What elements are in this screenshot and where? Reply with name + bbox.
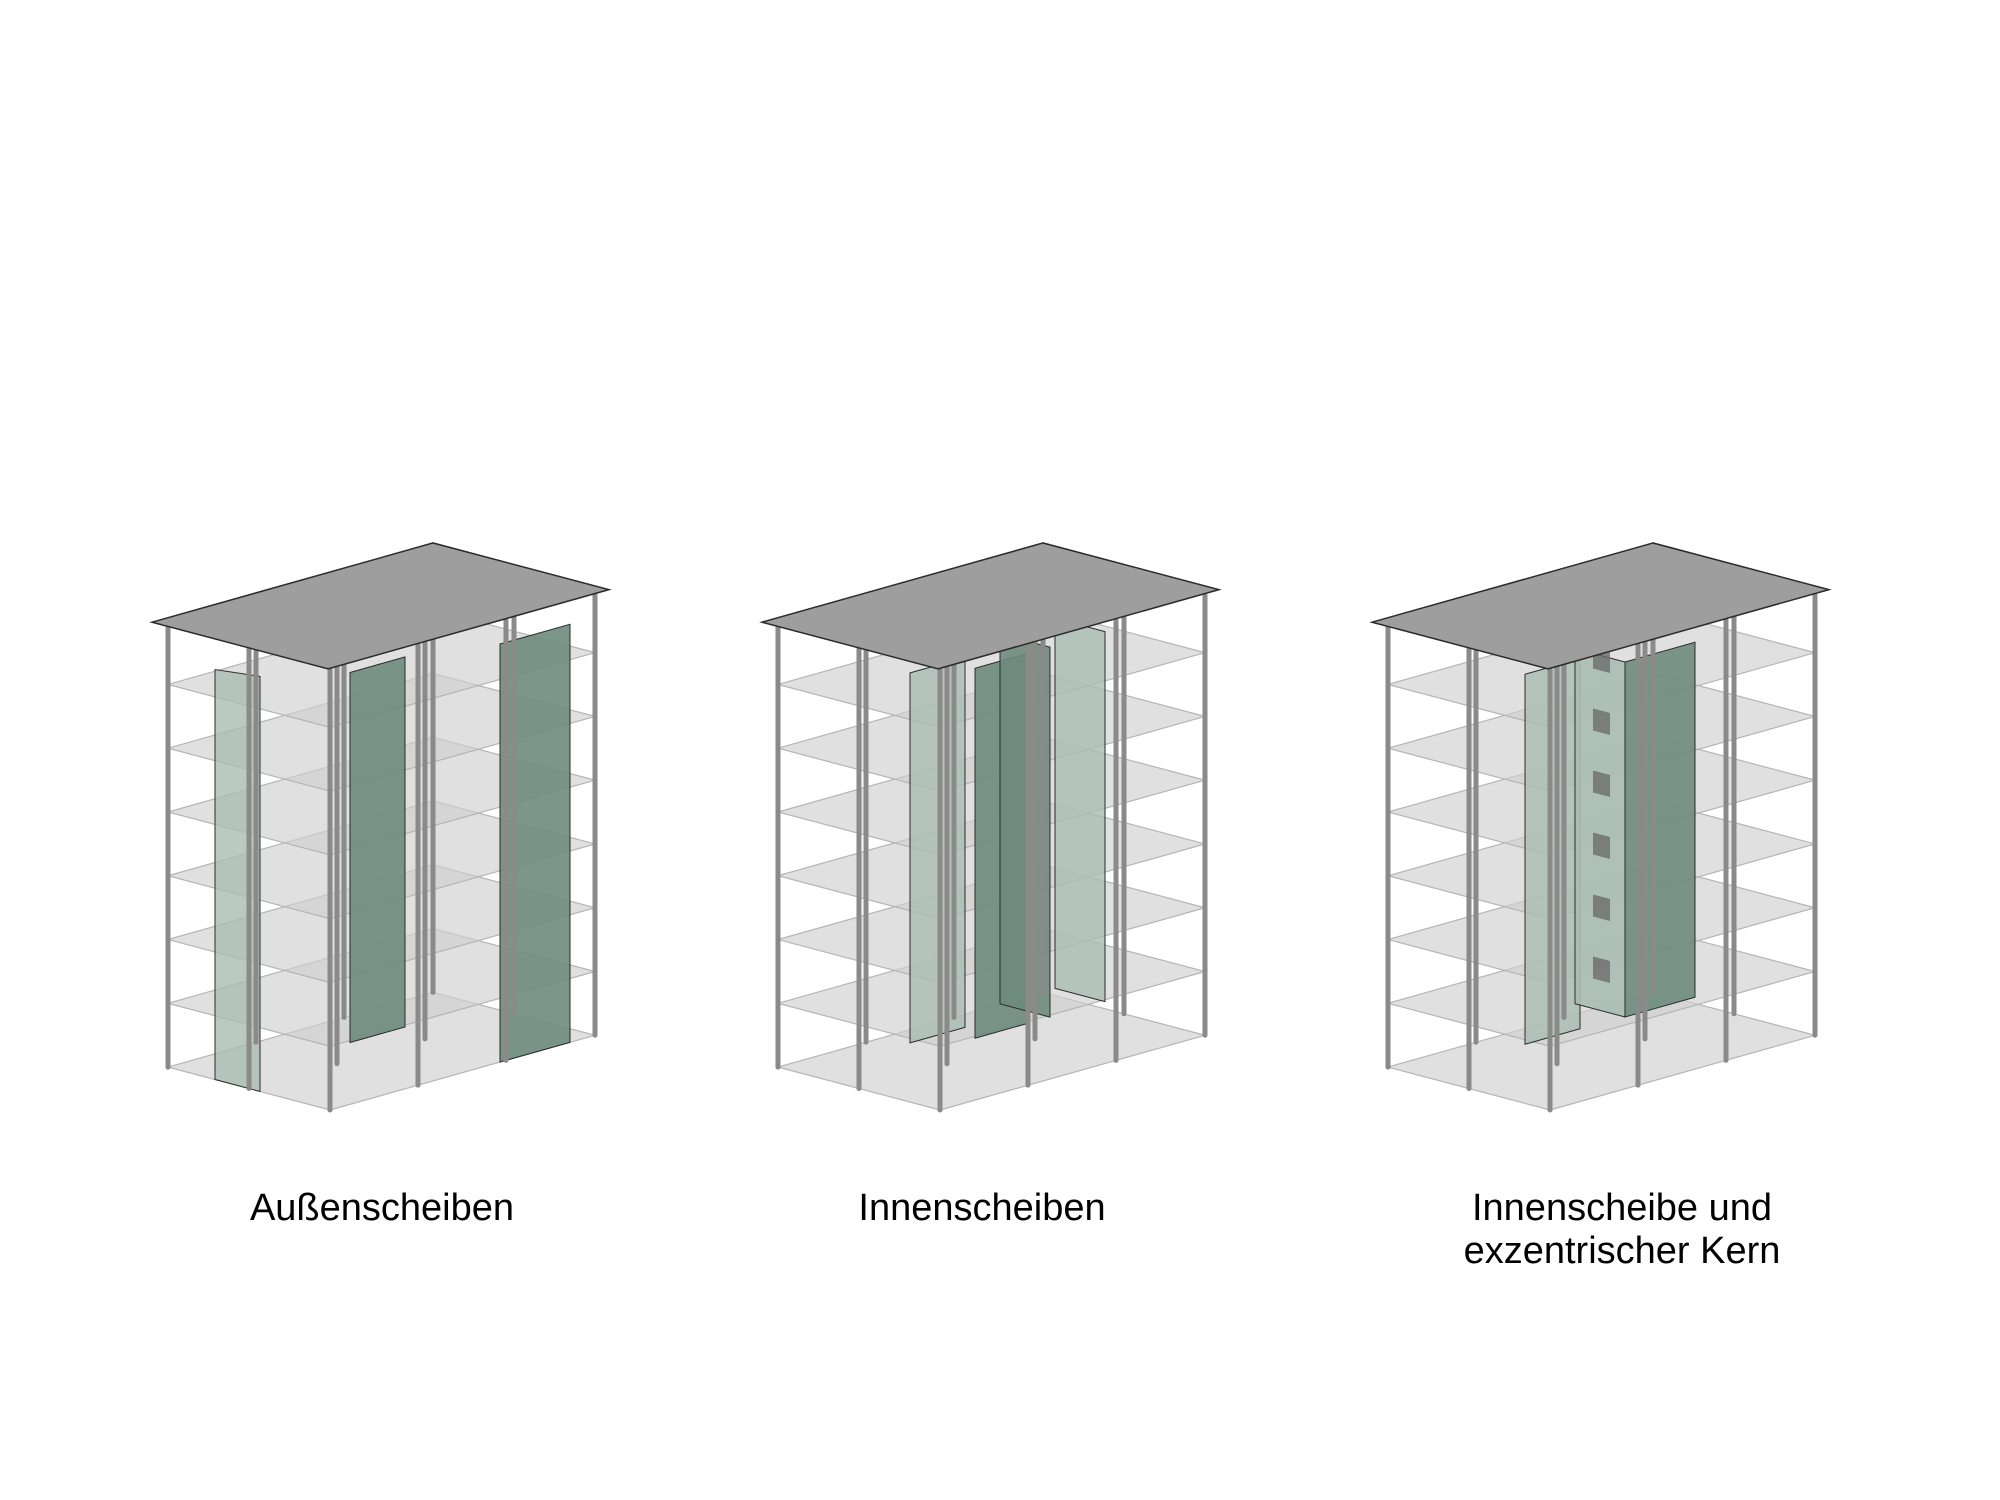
roof-slab bbox=[1369, 542, 1832, 670]
caption-outer-walls: Außenscheiben bbox=[250, 1187, 514, 1229]
caption-eccentric-core-line-1: Innenscheibe und bbox=[1472, 1187, 1772, 1229]
core-opening bbox=[1593, 708, 1610, 735]
shear-wall bbox=[214, 668, 261, 1093]
shear-wall bbox=[349, 656, 406, 1044]
shear-wall bbox=[1054, 617, 1106, 1003]
core-opening bbox=[1593, 894, 1610, 921]
core-opening bbox=[1593, 770, 1610, 797]
caption-inner-walls: Innenscheiben bbox=[858, 1187, 1105, 1229]
core-opening bbox=[1593, 832, 1610, 859]
core-opening bbox=[1593, 956, 1610, 983]
building-inner-walls-drawing bbox=[759, 542, 1222, 1113]
building-outer-walls-drawing bbox=[149, 542, 612, 1113]
caption-eccentric-core-line-2: exzentrischer Kern bbox=[1464, 1230, 1781, 1272]
shear-wall bbox=[499, 623, 571, 1063]
building-eccentric-core-drawing bbox=[1369, 542, 1832, 1113]
roof-slab bbox=[149, 542, 612, 670]
roof-slab bbox=[759, 542, 1222, 670]
